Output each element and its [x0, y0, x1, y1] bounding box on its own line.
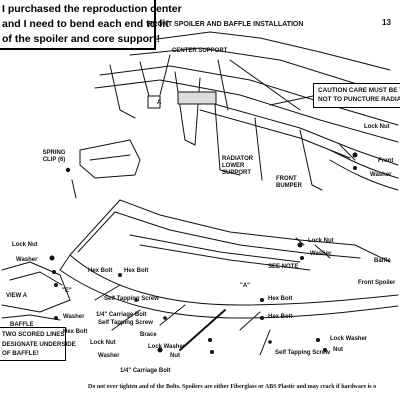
label-hex-bolt: Hex Bolt [268, 296, 293, 302]
washer-icon [353, 166, 357, 170]
label-self-tapping-screw: Self Tapping Screw [104, 296, 159, 302]
scored-line: DESIGNATE UNDERSIDE [2, 340, 76, 348]
label-see-note: SEE NOTE [268, 264, 299, 270]
label-nut: Nut [333, 347, 343, 353]
label-a-lower: "A" [240, 283, 251, 289]
lock-washer-icon [208, 338, 212, 342]
spoiler-upper-edge [119, 199, 391, 263]
lock-nut-icon [297, 242, 303, 248]
caution-line: NOT TO PUNCTURE RADIAT [318, 96, 400, 103]
nut-icon [210, 350, 214, 354]
label-washer: Washer [63, 314, 85, 320]
label-spring-clip-line: CLIP (6) [42, 157, 66, 163]
carriage-bolt-icon [163, 316, 167, 320]
label-carriage-bolt: 1/4" Carriage Bolt [96, 312, 147, 318]
label-self-tapping-screw: Self Tapping Screw [98, 320, 153, 326]
washer-icon [54, 316, 58, 320]
label-spring-clip-line: SPRING [42, 150, 66, 156]
label-lock-washer: Lock Washer [148, 344, 186, 350]
label-lock-nut: Lock Nut [90, 340, 116, 346]
label-line: FRONT [276, 176, 297, 182]
label-washer: Washer [310, 251, 332, 257]
core-support-upper [99, 65, 399, 126]
label-e-marker: "E" [62, 288, 72, 294]
label-center-support: CENTER SUPPORT [172, 48, 228, 54]
label-line: RADIATOR [222, 156, 254, 162]
screw-icon [268, 340, 272, 344]
label-hex-bolt: Hex Bolt [88, 268, 113, 274]
view-a-outline [1, 261, 71, 313]
lock-nut-icon [49, 255, 55, 261]
label-hex-bolt: Hex Bolt [124, 268, 149, 274]
label-baffle: BAFFLE [10, 322, 34, 328]
page-title: FRONT SPOILER AND BAFFLE INSTALLATION [148, 21, 304, 28]
baffle-plate [79, 139, 141, 179]
note-line: of the spoiler and core support! [2, 33, 161, 45]
label-hex-bolt: Hex Bolt [63, 329, 88, 335]
label-front-bumper: FRONT BUMPER [276, 176, 302, 190]
label-hex-bolt: Hex Bolt [268, 314, 293, 320]
label-lock-nut: Lock Nut [308, 238, 334, 244]
nut-icon [323, 348, 327, 352]
note-line: and I need to bend each end to fit [2, 18, 169, 30]
spoiler-lower-edge [69, 254, 399, 306]
screw-icon [134, 298, 138, 302]
caution-line: CAUTION CARE MUST BE TA [318, 87, 400, 94]
brace-bar [179, 309, 226, 351]
label-brace: Brace [140, 332, 157, 338]
label-a-marker: A [157, 100, 162, 106]
label-view-a: VIEW A [6, 293, 28, 299]
hex-bolt-icon [118, 273, 122, 277]
washer-icon [52, 270, 56, 274]
spoiler-mid-edge [114, 211, 361, 259]
washer-icon [300, 256, 304, 260]
label-line: LOWER [222, 163, 245, 169]
label-front: Front [378, 158, 394, 164]
scored-line: TWO SCORED LINES [2, 331, 65, 338]
spring-clip-icon [65, 167, 71, 173]
core-support-lower [94, 79, 399, 143]
label-spring-clip: SPRING CLIP (6) [34, 150, 74, 164]
footer-warning: Do not over tighten and of the Bolts. Sp… [88, 384, 377, 390]
center-support-bracket [174, 71, 201, 146]
hex-bolt-icon [54, 283, 58, 287]
label-line: BUMPER [276, 183, 303, 189]
label-baffle: Baffle [374, 258, 391, 264]
label-lock-washer: Lock Washer [330, 336, 368, 342]
label-lock-nut: Lock Nut [364, 124, 390, 130]
label-washer: Washer [370, 172, 392, 178]
label-carriage-bolt: 1/4" Carriage Bolt [120, 368, 171, 374]
label-washer: Washer [16, 257, 38, 263]
fender-outline [149, 31, 391, 71]
hex-bolt-icon [260, 298, 264, 302]
scored-line: OF BAFFLE! [2, 350, 39, 357]
spoiler-center-ridge [129, 234, 301, 263]
label-self-tapping-screw: Self Tapping Screw [275, 350, 330, 356]
note-line: I purchased the reproduction center [2, 3, 182, 15]
scored-lines-note: TWO SCORED LINES DESIGNATE UNDERSIDE OF … [0, 327, 76, 361]
label-nut: Nut [170, 353, 180, 359]
page-number: 13 [382, 18, 391, 27]
lock-washer-icon [316, 338, 320, 342]
handwritten-note-box: I purchased the reproduction center and … [0, 0, 182, 50]
lock-nut-icon [157, 347, 163, 353]
lock-nut-icon [352, 152, 358, 158]
caution-box: CAUTION CARE MUST BE TA NOT TO PUNCTURE … [313, 83, 400, 108]
hex-bolt-icon [260, 316, 264, 320]
label-washer: Washer [98, 353, 120, 359]
label-lock-nut: Lock Nut [12, 242, 38, 248]
radiator-lower-support [199, 99, 399, 166]
label-front-spoiler: Front Spoiler [358, 280, 396, 286]
label-radiator-lower-support: RADIATOR LOWER SUPPORT [222, 156, 253, 177]
label-line: SUPPORT [222, 170, 252, 176]
bumper-face [329, 149, 399, 179]
